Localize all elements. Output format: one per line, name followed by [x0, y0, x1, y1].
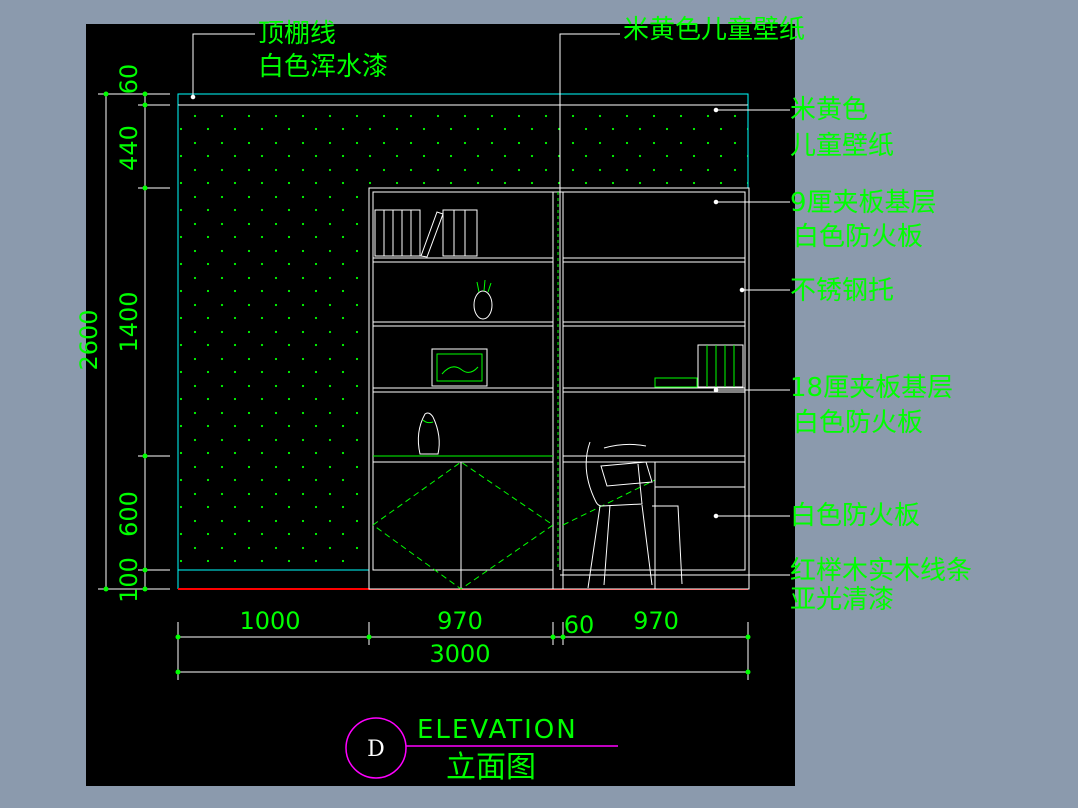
- dim-h-1000: 1000: [239, 607, 300, 635]
- note-beige-color: 米黄色: [790, 95, 868, 125]
- note-white-fireboard-3: 白色防火板: [790, 501, 920, 531]
- vase-icon: [473, 279, 493, 320]
- view-marker-circle: [345, 717, 407, 779]
- dim-v-600: 600: [115, 491, 143, 537]
- leader-lines: [190, 33, 790, 576]
- penguin-icon: [417, 412, 440, 455]
- note-beech-molding: 红榉木实木线条: [790, 556, 972, 586]
- note-kids-wallpaper: 儿童壁纸: [790, 131, 894, 161]
- dimension-ticks: [103, 91, 751, 675]
- note-stainless-bracket: 不锈钢托: [790, 276, 894, 306]
- note-ceiling-paint: 白色浑水漆: [258, 52, 388, 82]
- dimension-lines: [98, 93, 749, 680]
- note-matte-varnish: 亚光清漆: [790, 585, 894, 615]
- title-block: D ELEVATION 立面图: [345, 715, 618, 785]
- note-kids-wallpaper-top: 米黄色儿童壁纸: [623, 15, 805, 45]
- view-marker-letter: D: [367, 737, 385, 762]
- note-white-fireboard-2: 白色防火板: [793, 408, 923, 438]
- vertical-dimensions: 60 440 1400 600 100 2600: [75, 64, 143, 603]
- title-english: ELEVATION: [417, 715, 578, 745]
- dim-v-440: 440: [115, 125, 143, 171]
- title-chinese: 立面图: [446, 750, 536, 785]
- picture-frame: [431, 348, 488, 387]
- dim-h-total: 3000: [429, 640, 490, 668]
- cabinet-door-swing: [372, 461, 656, 590]
- material-annotations: 顶棚线 白色浑水漆 米黄色儿童壁纸 米黄色 儿童壁纸 9厘夹板基层 白色防火板 …: [258, 15, 972, 615]
- dim-h-970-left: 970: [437, 607, 483, 635]
- horizontal-dimensions: 1000 970 60 970 3000: [239, 607, 678, 668]
- note-ceiling-line: 顶棚线: [258, 19, 336, 49]
- books-top-left: [374, 209, 478, 258]
- note-white-fireboard-1: 白色防火板: [793, 222, 923, 252]
- dim-v-total: 2600: [75, 309, 103, 370]
- dim-v-1400: 1400: [115, 291, 143, 352]
- dim-v-100: 100: [115, 557, 143, 603]
- dim-h-970-right: 970: [633, 607, 679, 635]
- note-18mm-plywood: 18厘夹板基层: [790, 373, 953, 403]
- dim-h-60: 60: [564, 611, 595, 639]
- bookcase-decor: [374, 209, 744, 589]
- books-right: [654, 344, 744, 388]
- note-9mm-plywood: 9厘夹板基层: [790, 188, 937, 218]
- chair-icon: [585, 441, 683, 589]
- dim-v-60: 60: [115, 64, 143, 95]
- bookcase: [368, 187, 750, 590]
